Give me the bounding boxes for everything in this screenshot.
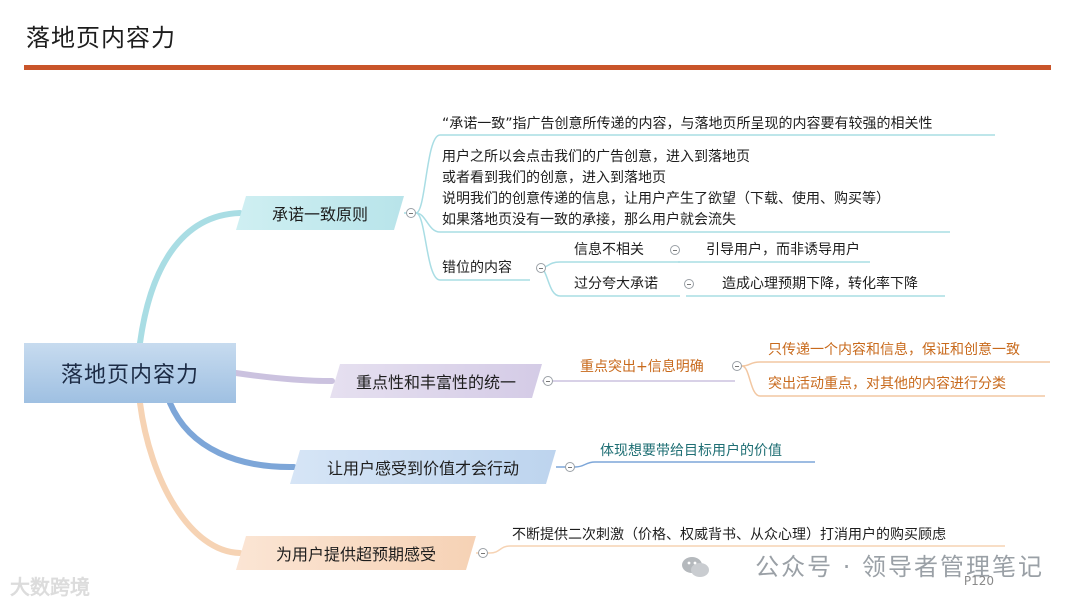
branch1-explanation-line-3: 说明我们的创意传递的信息，让用户产生了欲望（下载、使用、购买等） [442, 191, 890, 207]
connector-root-b1 [137, 210, 243, 346]
branch1-explanation-line-2: 或者看到我们的创意，进入到落地页 [442, 170, 666, 186]
sub-item-irrelevant-info-detail: 引导用户，而非诱导用户 [706, 242, 860, 258]
connector-branch4-child [476, 545, 1005, 554]
focus-clarity-label: 重点突出+信息明确 [580, 359, 704, 375]
title-divider [24, 65, 1051, 70]
exceed-child: 不断提供二次刺激（价格、权威背书、从众心理）打消用户的购买顾虑 [512, 527, 946, 543]
wechat-icon [682, 557, 709, 577]
branch1-definition: “承诺一致”指广告创意所传递的内容，与落地页所呈现的内容要有较强的相关性 [442, 116, 933, 132]
collapse-icon[interactable] [565, 462, 575, 472]
collapse-icon[interactable] [536, 263, 546, 273]
branch-promise-consistency[interactable]: 承诺一致原则 [236, 196, 404, 230]
collapse-icon[interactable] [543, 376, 553, 386]
focus-item-1: 只传递一个内容和信息，保证和创意一致 [768, 342, 1020, 358]
page-number: P120 [963, 574, 994, 588]
branch-exceed-expectations[interactable]: 为用户提供超预期感受 [236, 536, 476, 570]
branch1-explanation-line-1: 用户之所以会点击我们的广告创意，进入到落地页 [442, 149, 750, 165]
value-child: 体现想要带给目标用户的价值 [600, 443, 782, 459]
connectors-branch2-items [741, 361, 1050, 397]
sub-item-exaggerated-promise-detail: 造成心理预期下降，转化率下降 [722, 276, 918, 292]
connector-root-b2 [233, 370, 335, 384]
collapse-icon[interactable] [670, 245, 680, 255]
branch1-explanation-line-4: 如果落地页没有一致的承接，那么用户就会流失 [442, 212, 736, 228]
collapse-icon[interactable] [684, 279, 694, 289]
root-node: 落地页内容力 [24, 343, 236, 403]
misaligned-content-label: 错位的内容 [442, 260, 512, 276]
branch-value-drives-action[interactable]: 让用户感受到价值才会行动 [290, 450, 556, 484]
sub-item-irrelevant-info: 信息不相关 [574, 242, 644, 258]
collapse-icon[interactable] [478, 548, 488, 558]
collapse-icon[interactable] [732, 361, 742, 371]
sub-item-exaggerated-promise: 过分夸大承诺 [574, 276, 658, 292]
watermark-text: 公众号 · 领导者管理笔记 [755, 553, 1044, 581]
page-title: 落地页内容力 [26, 24, 176, 52]
connector-root-b4 [137, 400, 243, 556]
connector-branch3-child [556, 461, 815, 468]
connector-root-b3 [167, 400, 297, 471]
focus-item-2: 突出活动重点，对其他的内容进行分类 [768, 376, 1006, 392]
collapse-icon[interactable] [406, 208, 416, 218]
brand-logo: 大数跨境 [10, 575, 90, 599]
branch-focus-richness-unity[interactable]: 重点性和丰富性的统一 [330, 364, 542, 398]
